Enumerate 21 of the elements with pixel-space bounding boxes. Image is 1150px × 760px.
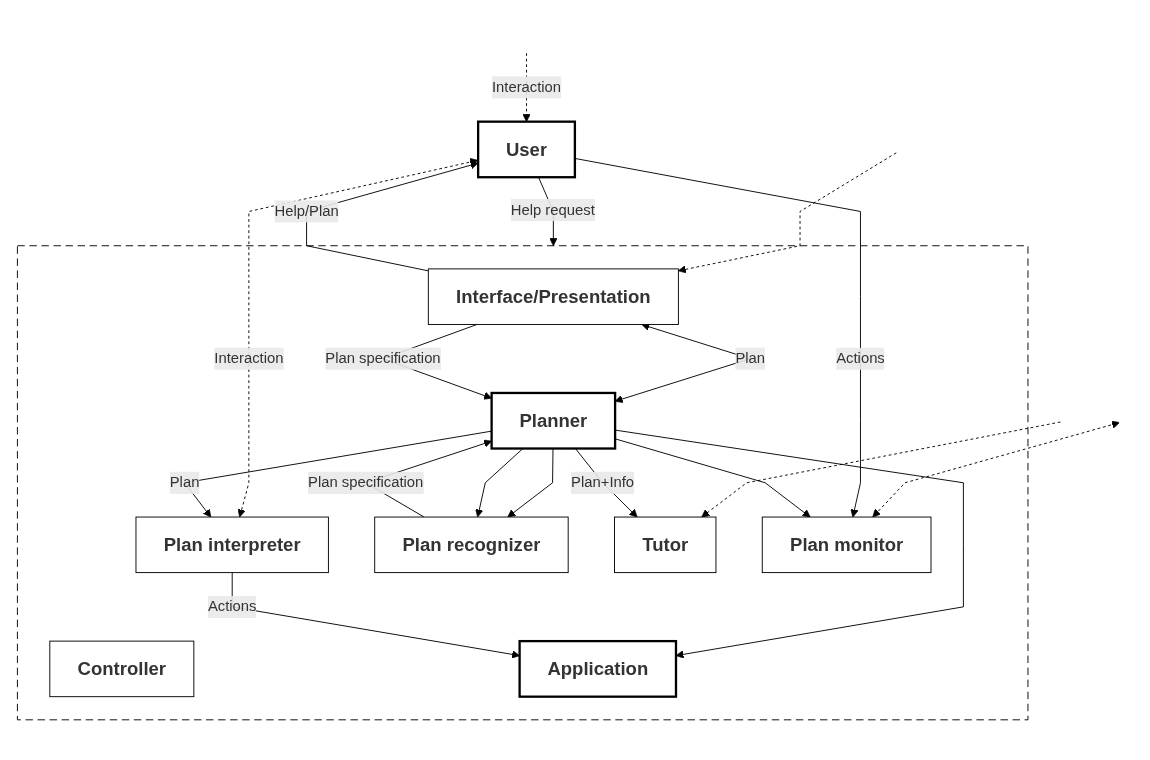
node-box: Plan interpreter <box>135 516 329 574</box>
edge-label: Interaction <box>491 79 562 95</box>
node-box: Plan recognizer <box>374 516 569 574</box>
edge-label: Interaction <box>214 350 284 367</box>
node-box: User <box>477 120 577 179</box>
edge-label: Actions <box>836 350 885 367</box>
edge-label: Actions <box>207 598 257 615</box>
edge-label: Plan+Info <box>571 474 635 491</box>
edge-label: Plan specification <box>308 474 424 491</box>
node-box: Planner <box>490 391 617 450</box>
cluster <box>16 245 1029 721</box>
edge-label: Plan specification <box>325 350 441 367</box>
edge-label: Plan <box>169 474 200 491</box>
node-box: Application <box>518 639 678 698</box>
node-box: Interface/Presentation <box>427 268 679 325</box>
edge-label: Help/Plan <box>274 203 339 219</box>
edge-label: Plan <box>735 350 766 367</box>
edge-label: Help request <box>510 201 595 218</box>
node-box: Plan monitor <box>761 516 932 574</box>
node-box: Tutor <box>614 516 717 574</box>
node-box: Controller <box>49 640 195 698</box>
